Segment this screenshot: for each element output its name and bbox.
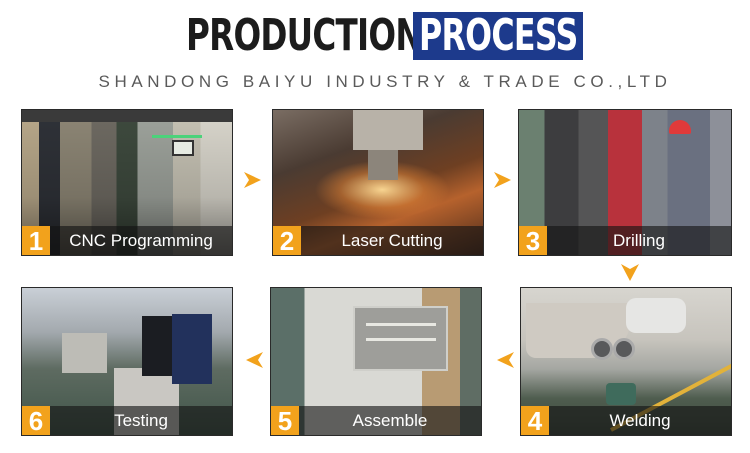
step-number-badge: 1: [22, 226, 50, 255]
step-panel-testing: 6 Testing: [21, 287, 233, 436]
title-production: PRODUCTION: [186, 10, 423, 61]
arrow-left-icon: [497, 352, 514, 368]
step-panel-assemble: 5 Assemble: [270, 287, 482, 436]
step-number-badge: 5: [271, 406, 299, 435]
caption-band: [519, 226, 731, 255]
title-process: PROCESS: [419, 12, 578, 60]
caption-band: [22, 406, 232, 435]
arrow-left-icon: [246, 352, 263, 368]
step-panel-laser-cutting: 2 Laser Cutting: [272, 109, 484, 256]
step-label: Drilling: [613, 231, 665, 250]
step-number-badge: 4: [521, 406, 549, 435]
step-label: Laser Cutting: [341, 231, 443, 250]
caption-band: [22, 226, 232, 255]
step-panel-welding: 4 Welding: [520, 287, 732, 436]
caption-band: [273, 226, 483, 255]
step-panel-cnc-programming: 1 CNC Programming: [21, 109, 233, 256]
caption-band: [521, 406, 731, 435]
arrow-right-icon: [244, 172, 261, 188]
page-header: PRODUCTION PROCESS: [0, 12, 750, 60]
step-label: Welding: [609, 411, 671, 430]
step-number-badge: 3: [519, 226, 547, 255]
step-number-badge: 6: [22, 406, 50, 435]
arrow-right-icon: [494, 172, 511, 188]
step-panel-drilling: 3 Drilling: [518, 109, 732, 256]
caption-band: [271, 406, 481, 435]
step-label: Assemble: [352, 411, 428, 430]
step-label: CNC Programming: [69, 231, 213, 250]
company-subtitle: SHANDONG BAIYU INDUSTRY & TRADE CO.,LTD: [98, 72, 672, 91]
title-process-box: PROCESS: [413, 12, 583, 60]
arrow-down-icon: [621, 264, 639, 281]
step-label: Testing: [114, 411, 168, 430]
step-number-badge: 2: [273, 226, 301, 255]
